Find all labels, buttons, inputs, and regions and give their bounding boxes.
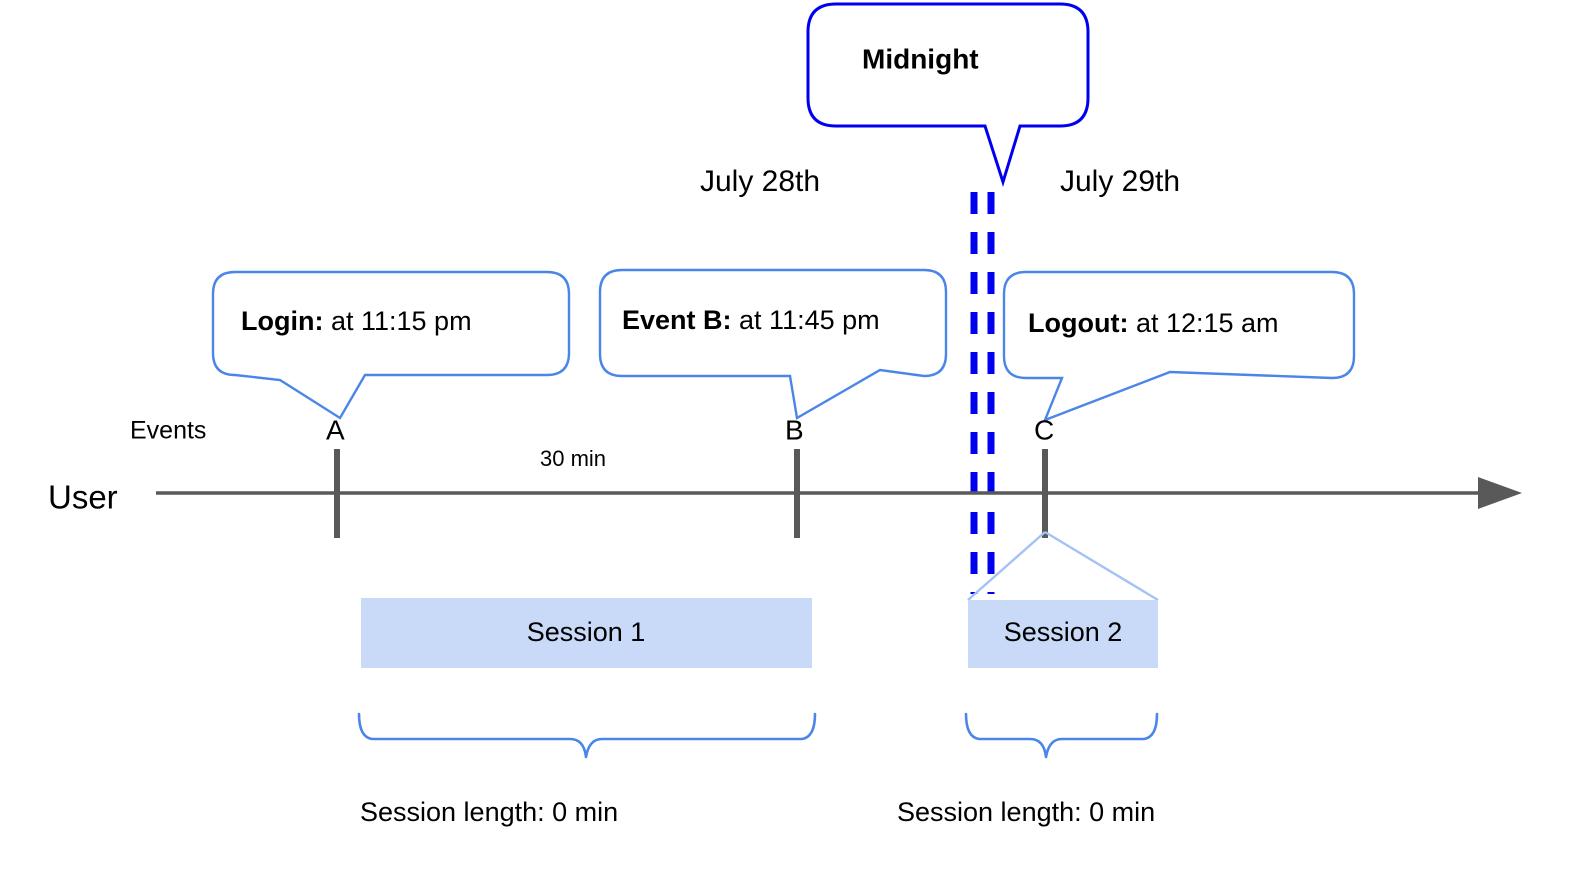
callout-logout-detail: at 12:15 am	[1128, 308, 1278, 338]
date-label-right: July 29th	[1060, 165, 1180, 198]
session2-brace-path	[964, 712, 1159, 759]
callout-login-detail: at 11:15 pm	[323, 306, 471, 336]
session2-length-label: Session length: 0 min	[897, 797, 1155, 827]
callout-event-b-strong: Event B:	[622, 305, 732, 335]
callout-logout-text: Logout: at 12:15 am	[1028, 308, 1279, 338]
session1-brace	[357, 712, 817, 759]
midnight-callout: Midnight	[806, 2, 1090, 188]
callout-logout-shape	[1002, 270, 1356, 423]
callout-logout: Logout: at 12:15 am	[1002, 270, 1356, 423]
callout-login-shape	[211, 270, 571, 420]
callout-event-b-text: Event B: at 11:45 pm	[622, 305, 880, 335]
session1-brace-path	[357, 712, 817, 759]
event-ticks	[334, 449, 1048, 538]
events-row-label: Events	[130, 417, 206, 445]
callout-login-text: Login: at 11:15 pm	[241, 306, 472, 336]
callout-login: Login: at 11:15 pm	[211, 270, 571, 420]
timeline-arrow-icon	[1478, 477, 1522, 509]
session2-connector-left	[967, 531, 1046, 601]
date-label-left: July 28th	[700, 165, 820, 198]
marker-label-c: C	[1034, 414, 1054, 445]
midnight-divider	[970, 192, 995, 594]
session2-brace	[964, 712, 1159, 759]
midnight-label: Midnight	[862, 43, 979, 74]
session-box-1: Session 1	[361, 598, 812, 668]
session-box-1-label: Session 1	[527, 617, 646, 647]
session1-length-label: Session length: 0 min	[360, 797, 618, 827]
session2-connectors	[967, 530, 1159, 602]
session-box-2-rect	[968, 600, 1158, 668]
marker-label-a: A	[326, 414, 345, 445]
session-box-2: Session 2	[968, 600, 1158, 668]
midnight-callout-shape	[806, 2, 1090, 188]
callout-event-b-detail: at 11:45 pm	[732, 305, 880, 335]
timeline-axis	[156, 477, 1522, 509]
session-box-1-rect	[361, 598, 812, 668]
callout-event-b-shape	[598, 268, 948, 420]
callout-event-b: Event B: at 11:45 pm	[598, 268, 948, 420]
session-box-2-label: Session 2	[1004, 617, 1123, 647]
user-row-label: User	[48, 479, 118, 516]
marker-label-b: B	[785, 414, 804, 445]
duration-label-30min: 30 min	[540, 446, 606, 471]
callout-logout-strong: Logout:	[1028, 308, 1128, 338]
callout-login-strong: Login:	[241, 306, 323, 336]
session2-connector-right	[1044, 530, 1159, 602]
